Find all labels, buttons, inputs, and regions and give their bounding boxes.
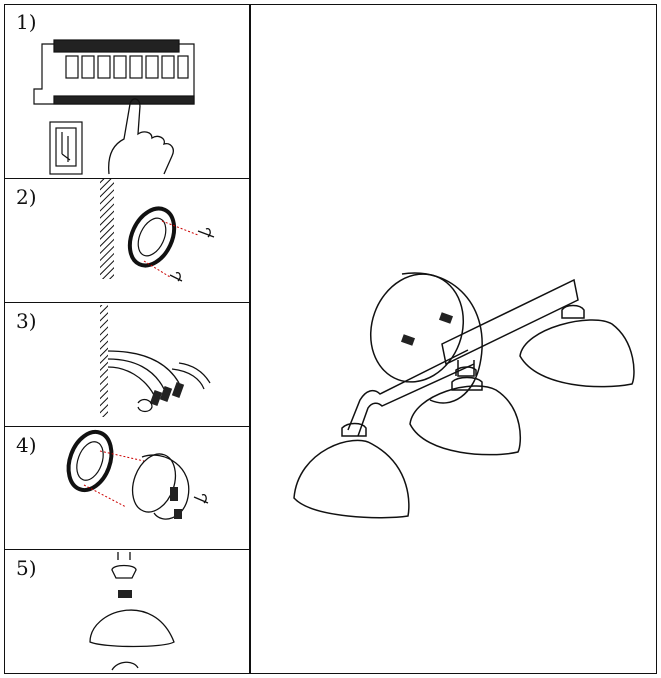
column-divider — [249, 4, 251, 674]
canopy-install-icon — [66, 429, 209, 520]
step-3-panel: 3) — [4, 303, 250, 427]
step-4-label: 4) — [16, 433, 37, 457]
step-2-label: 2) — [16, 185, 37, 209]
step-3-label: 3) — [16, 309, 37, 333]
twist-arrow-icon — [137, 398, 153, 413]
wall-icon — [100, 179, 114, 279]
wiring-icon — [100, 305, 211, 417]
wall-icon — [100, 305, 108, 417]
screw-icon — [193, 493, 209, 504]
screw-icon — [169, 227, 215, 282]
glass-shade-right-icon — [519, 319, 635, 388]
instruction-sheet-frame — [4, 4, 657, 674]
vanity-fixture-illustration — [293, 272, 635, 519]
step-1-label: 1) — [16, 10, 37, 34]
step-2-panel: 2) — [4, 179, 250, 303]
canopy-icon — [131, 453, 190, 520]
arm-bar — [441, 278, 579, 366]
rotate-arrow-icon — [111, 661, 139, 671]
breaker-panel-icon — [33, 39, 195, 175]
step-1-panel: 1) — [4, 4, 250, 179]
glass-shade-icon — [89, 609, 175, 648]
step-5-panel: 5) — [4, 550, 250, 674]
step-5-label: 5) — [16, 556, 37, 580]
glass-shade-install-icon — [89, 552, 175, 671]
glass-shade-left-icon — [293, 439, 410, 519]
mounting-bracket-icon — [100, 179, 215, 282]
hand-icon — [108, 98, 174, 175]
step-4-panel: 4) — [4, 427, 250, 550]
glass-shade-center-icon — [409, 385, 522, 456]
